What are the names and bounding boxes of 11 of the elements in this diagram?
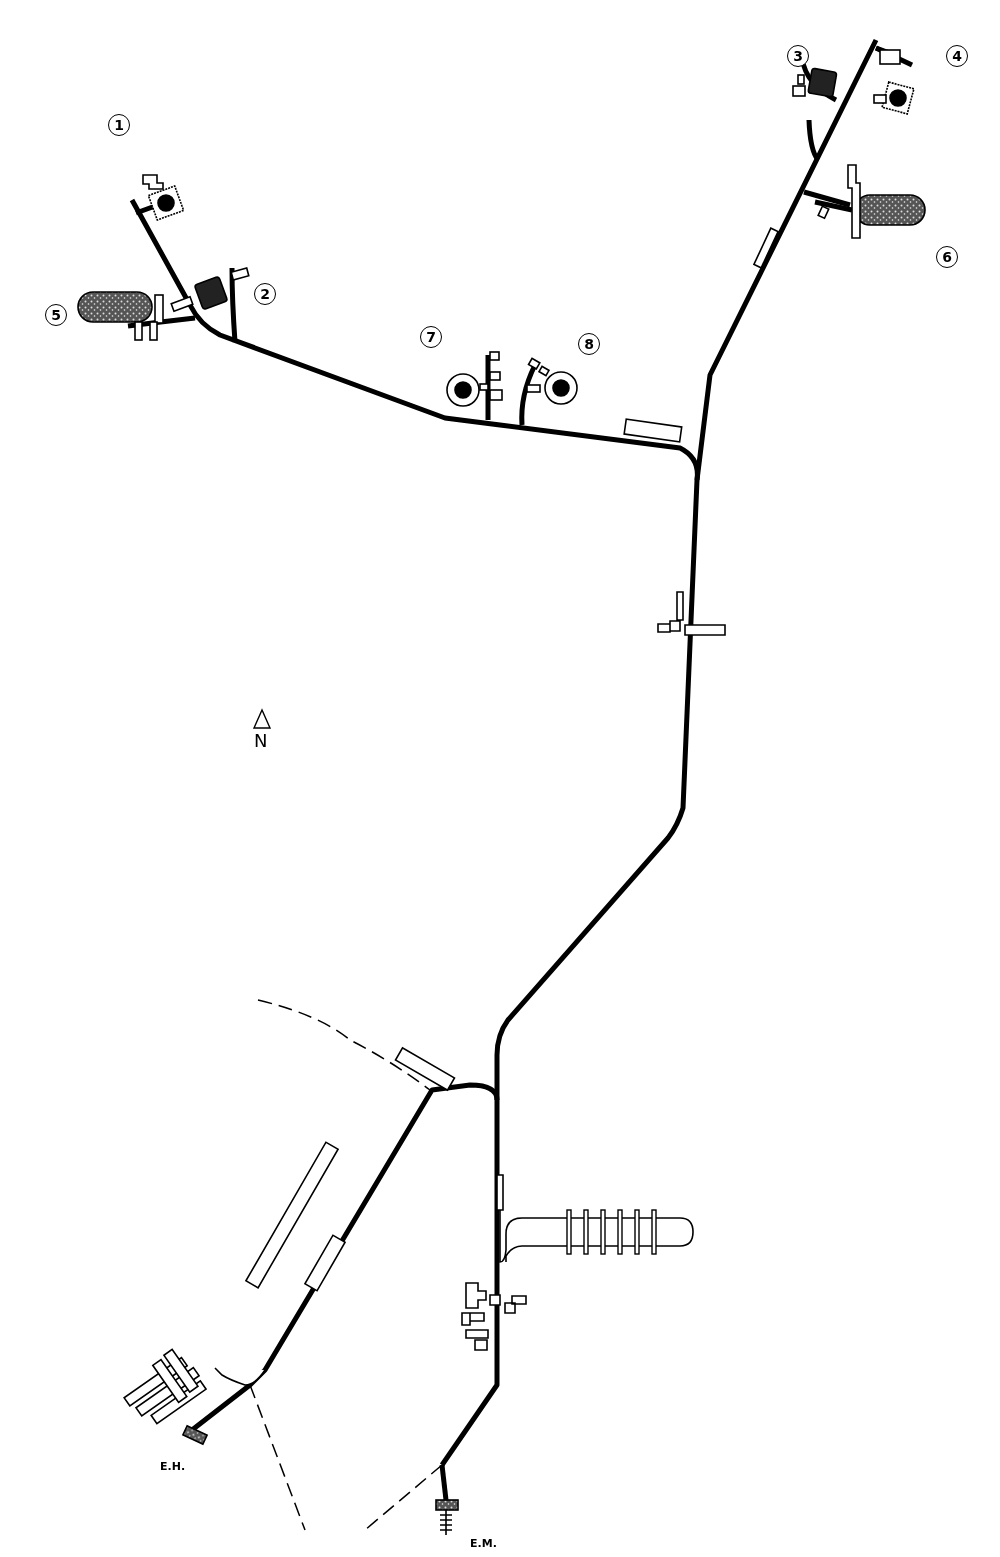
north-label: N: [254, 730, 268, 751]
callout-number: 5: [45, 304, 67, 326]
place-label: E.H.: [160, 1460, 186, 1473]
place-label: E.M.: [470, 1537, 497, 1550]
callout-number: 4: [946, 45, 968, 67]
callout-number: 6: [936, 246, 958, 268]
callout-number: 1: [108, 114, 130, 136]
callout-number: 3: [787, 45, 809, 67]
callout-number: 7: [420, 326, 442, 348]
callout-number: 8: [578, 333, 600, 355]
callout-number: 2: [254, 283, 276, 305]
